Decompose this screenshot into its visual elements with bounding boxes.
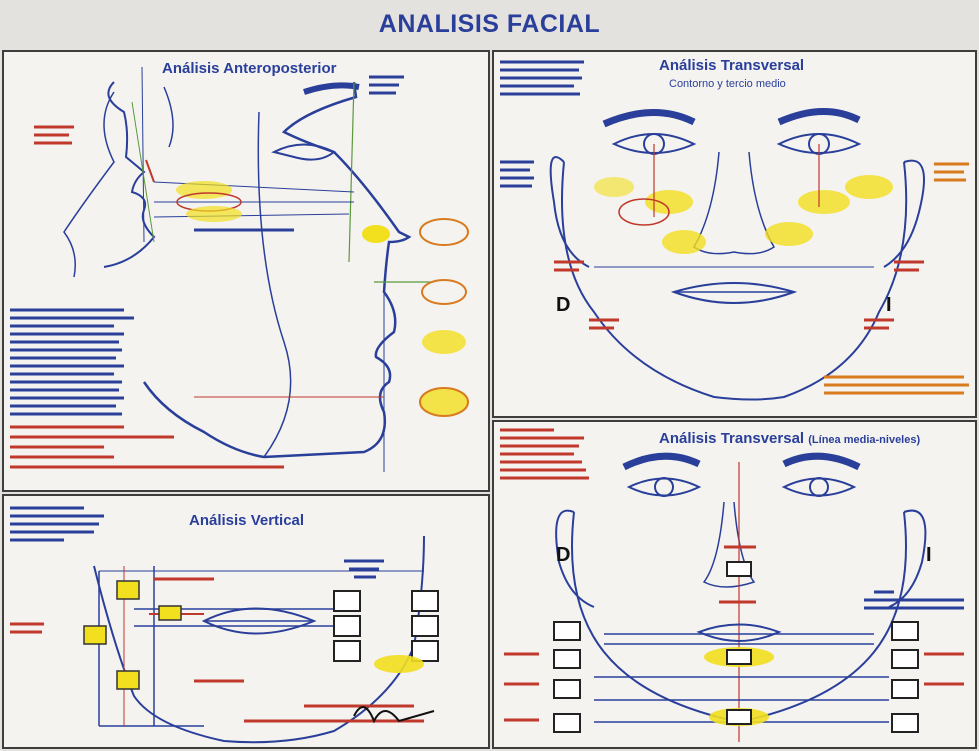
panel-transversal-midline: Análisis Transversal (Línea media-nivele… (492, 420, 977, 749)
panel-title: Análisis Transversal (659, 57, 804, 74)
vertical-analysis-drawing (4, 496, 490, 749)
panel-transversal: Análisis Transversal Contorno y tercio m… (492, 50, 977, 418)
side-label-right: D (556, 544, 570, 567)
panel-anteroposterior: Análisis Anteroposterior (2, 50, 490, 492)
side-label-left: I (886, 294, 892, 317)
panel-title-suffix: (Línea media-niveles) (808, 434, 920, 446)
profile-drawing (4, 52, 490, 492)
frontal-midline-drawing (494, 422, 977, 749)
side-label-right: D (556, 294, 570, 317)
panel-title: Análisis Anteroposterior (162, 60, 336, 77)
panel-vertical: Análisis Vertical (2, 494, 490, 749)
panel-title-main: Análisis Transversal (659, 430, 804, 447)
panel-title: Análisis Transversal (Línea media-nivele… (659, 430, 920, 447)
side-label-left: I (926, 544, 932, 567)
panel-subtitle: Contorno y tercio medio (669, 78, 786, 90)
page-title: ANALISIS FACIAL (0, 10, 979, 39)
panel-title: Análisis Vertical (189, 512, 304, 529)
frontal-face-drawing (494, 52, 977, 418)
